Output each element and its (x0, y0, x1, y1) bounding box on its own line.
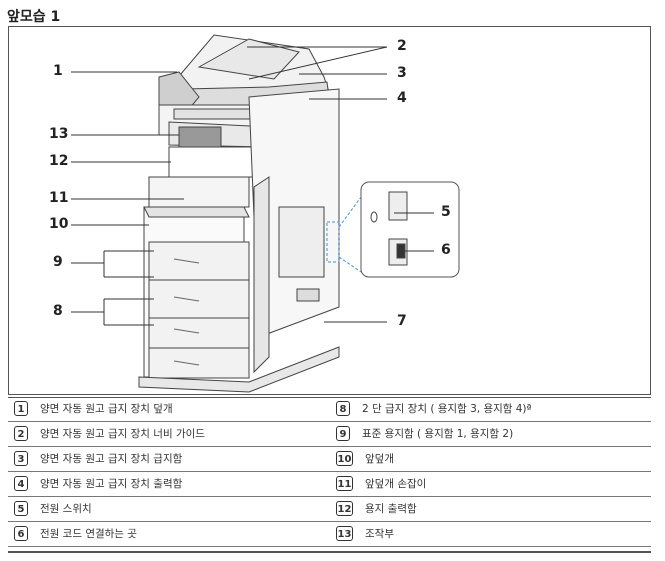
callout-3: 3 (397, 65, 407, 81)
item-label: 용지 출력함 (365, 503, 417, 515)
callout-1: 1 (53, 63, 63, 79)
legend-item: 11 앞덮개 손잡이 (336, 476, 426, 491)
legend-bottom-rule (8, 551, 651, 553)
item-number-badge: 6 (14, 526, 28, 541)
callout-11: 11 (49, 190, 69, 206)
item-label: 양면 자동 원고 급지 장치 출력함 (40, 478, 183, 490)
legend-item: 4 양면 자동 원고 급지 장치 출력함 (14, 476, 182, 491)
callout-6: 6 (441, 242, 451, 258)
item-number-badge: 3 (14, 451, 28, 466)
legend-row: 2 양면 자동 원고 급지 장치 너비 가이드 9 표준 용지함 ( 용지함 1, … (8, 424, 651, 447)
legend-row: 5 전원 스위치 12 용지 출력함 (8, 499, 651, 522)
item-label: 전원 코드 연결하는 곳 (40, 528, 137, 540)
callout-8: 8 (53, 303, 63, 319)
item-label: 전원 스위치 (40, 503, 92, 515)
legend-row: 3 양면 자동 원고 급지 장치 급지함 10 앞덮개 (8, 449, 651, 472)
printer-front-view-figure: 1 2 3 4 5 6 7 8 9 10 11 12 13 (8, 26, 651, 395)
item-number-badge: 13 (336, 526, 353, 541)
item-number-badge: 11 (336, 476, 353, 491)
legend-item: 8 2 단 급지 장치 ( 용지함 3, 용지함 4)ª (336, 401, 531, 416)
legend-item: 6 전원 코드 연결하는 곳 (14, 526, 137, 541)
legend-row: 6 전원 코드 연결하는 곳 13 조작부 (8, 524, 651, 547)
legend-item: 12 용지 출력함 (336, 501, 417, 516)
item-label: 앞덮개 (365, 453, 394, 465)
item-number-badge: 8 (336, 401, 350, 416)
item-label: 앞덮개 손잡이 (365, 478, 427, 490)
item-number-badge: 10 (336, 451, 353, 466)
callout-13: 13 (49, 126, 69, 142)
legend-item: 5 전원 스위치 (14, 501, 92, 516)
legend-item: 13 조작부 (336, 526, 394, 541)
callout-9: 9 (53, 254, 63, 270)
item-label: 양면 자동 원고 급지 장치 너비 가이드 (40, 428, 205, 440)
callout-12: 12 (49, 153, 69, 169)
item-number-badge: 12 (336, 501, 353, 516)
item-label: 양면 자동 원고 급지 장치 급지함 (40, 453, 183, 465)
legend-row: 4 양면 자동 원고 급지 장치 출력함 11 앞덮개 손잡이 (8, 474, 651, 497)
item-label: 표준 용지함 ( 용지함 1, 용지함 2) (362, 428, 514, 440)
callout-7: 7 (397, 313, 407, 329)
legend-row: 1 양면 자동 원고 급지 장치 덮개 8 2 단 급지 장치 ( 용지함 3, 용… (8, 399, 651, 422)
legend-item: 2 양면 자동 원고 급지 장치 너비 가이드 (14, 426, 205, 441)
callout-10: 10 (49, 216, 69, 232)
item-number-badge: 5 (14, 501, 28, 516)
item-number-badge: 2 (14, 426, 28, 441)
legend-top-rule (8, 397, 651, 398)
callout-4: 4 (397, 90, 407, 106)
legend-item: 9 표준 용지함 ( 용지함 1, 용지함 2) (336, 426, 513, 441)
legend-item: 1 양면 자동 원고 급지 장치 덮개 (14, 401, 173, 416)
item-label: 조작부 (365, 528, 394, 540)
item-number-badge: 1 (14, 401, 28, 416)
callout-5: 5 (441, 204, 451, 220)
item-label: 2 단 급지 장치 ( 용지함 3, 용지함 4)ª (362, 403, 532, 415)
item-label: 양면 자동 원고 급지 장치 덮개 (40, 403, 173, 415)
item-number-badge: 4 (14, 476, 28, 491)
page-title: 앞모습 1 (7, 9, 61, 25)
item-number-badge: 9 (336, 426, 350, 441)
legend-item: 3 양면 자동 원고 급지 장치 급지함 (14, 451, 182, 466)
printer-illustration (71, 34, 460, 393)
callout-2: 2 (397, 38, 407, 54)
legend-item: 10 앞덮개 (336, 451, 394, 466)
